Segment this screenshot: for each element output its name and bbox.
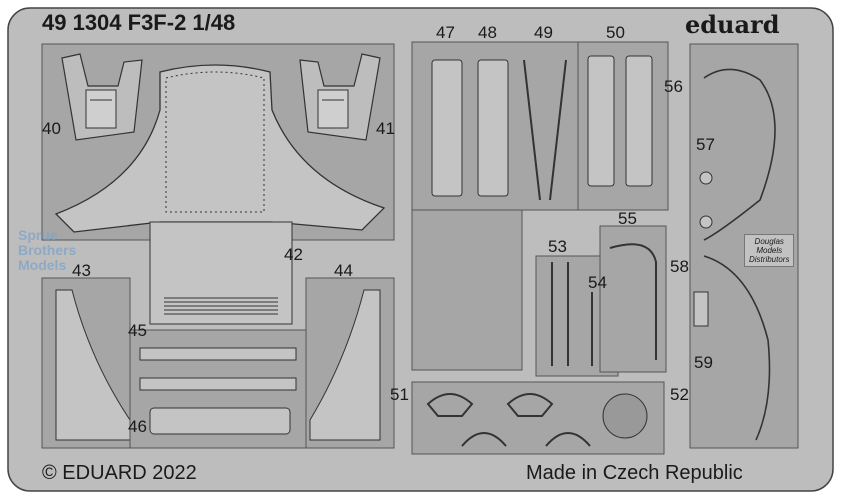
watermark-line-3: Models [18,257,67,273]
part-label-45: 45 [128,321,147,340]
part-57-shape [699,171,713,229]
part-53-shape [551,262,569,366]
part-52-mesh [602,393,648,439]
panel-lower-47-48 [411,209,523,371]
distributor-line-1: Douglas [754,237,784,246]
part-41-shape [299,53,381,141]
part-lower-panel [149,221,293,325]
watermark-line-1: Sprue [18,227,58,243]
part-label-49: 49 [534,23,553,42]
part-label-43: 43 [72,261,91,280]
watermark-line-2: Brothers [18,242,77,258]
part-label-50: 50 [606,23,625,42]
copyright-text: © EDUARD 2022 [42,462,197,484]
part-50-shape [587,55,653,187]
part-49-shape [523,59,567,201]
part-56-shape [703,68,776,241]
distributor-stamp: Douglas Models Distributors [744,234,795,267]
part-59-shape [693,291,709,327]
part-42-shape [54,64,386,233]
part-label-51: 51 [390,385,409,404]
part-label-46: 46 [128,417,147,436]
part-label-55: 55 [618,209,637,228]
part-label-58: 58 [670,257,689,276]
part-51-shape [426,393,591,447]
part-label-44: 44 [334,261,353,280]
distributor-line-2: Models [756,246,783,255]
part-58-shape [703,255,771,441]
part-label-41: 41 [376,119,395,138]
louver-lines [164,297,278,315]
part-45-46-strips [129,329,307,449]
part-55-shape [599,225,667,373]
origin-text: Made in Czech Republic [526,462,743,484]
part-label-53: 53 [548,237,567,256]
part-label-59: 59 [694,353,713,372]
brand-logo: eduard [685,10,780,39]
part-label-54: 54 [588,273,607,292]
distributor-line-3: Distributors [749,255,790,264]
part-label-52: 52 [670,385,689,404]
part-label-42: 42 [284,245,303,264]
part-label-40: 40 [42,119,61,138]
part-44-shape [305,277,395,449]
part-43-shape [41,277,131,449]
part-label-56: 56 [664,77,683,96]
part-40-shape [61,53,143,141]
set-title: 49 1304 F3F-2 1/48 [42,10,236,35]
part-label-57: 57 [696,135,715,154]
part-label-47: 47 [436,23,455,42]
part-label-48: 48 [478,23,497,42]
